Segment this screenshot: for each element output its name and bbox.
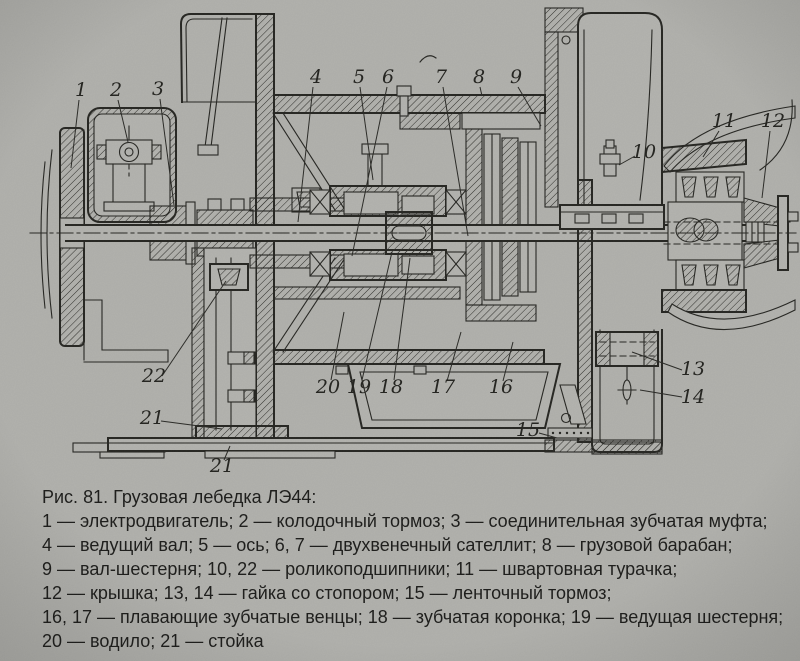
winch-cross-section-figure: 1234567891011121314151617181920212122 Ри… xyxy=(0,0,800,661)
paper-vignette xyxy=(0,0,800,661)
book-page: 1234567891011121314151617181920212122 Ри… xyxy=(0,0,800,661)
